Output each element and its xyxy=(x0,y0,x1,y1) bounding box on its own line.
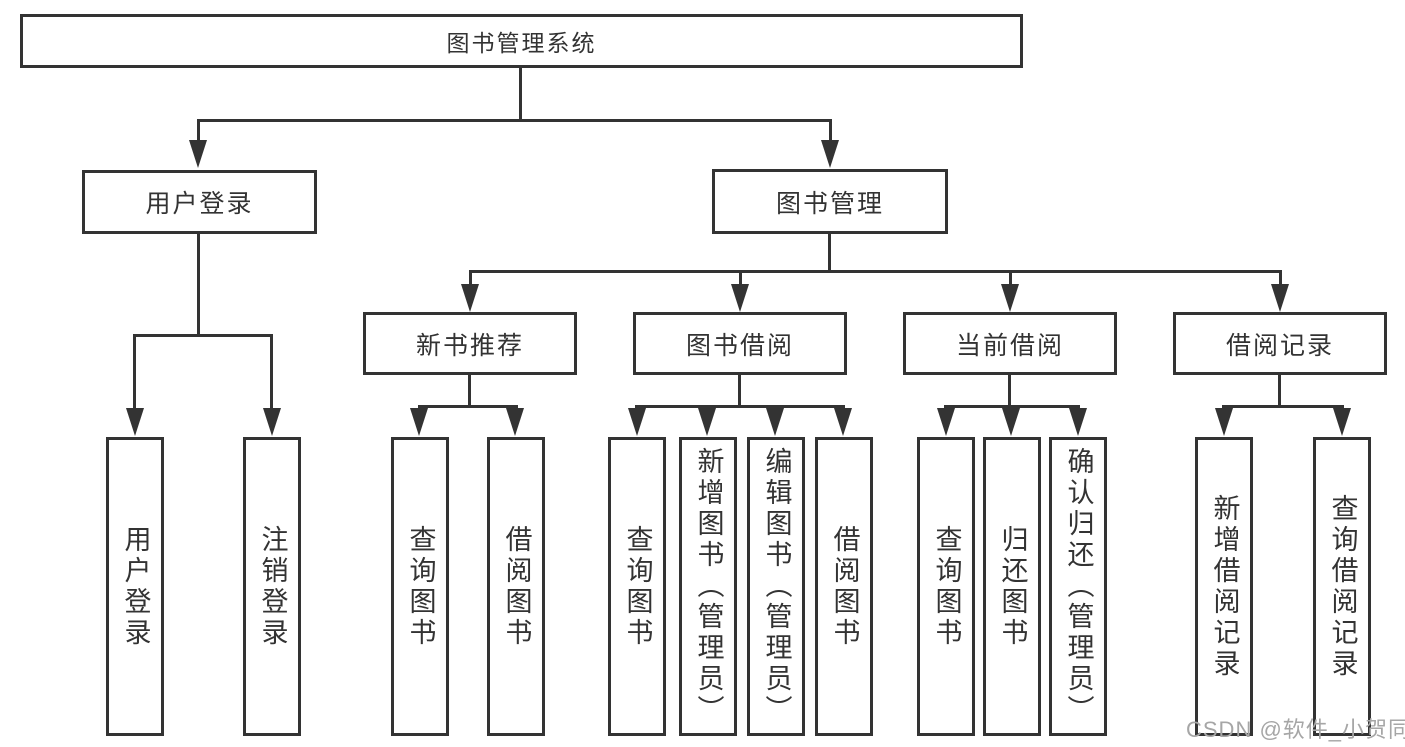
node-book-management-branch: 图书管理 xyxy=(712,169,948,234)
node-leaf-user-login: 用户登录 xyxy=(106,437,164,736)
node-label: 借阅记录 xyxy=(1225,331,1334,360)
connector-arrow-down-icon xyxy=(1333,408,1351,436)
connector-line xyxy=(1009,270,1012,286)
node-label: 借阅图书 xyxy=(829,524,860,649)
connector-line xyxy=(197,119,832,122)
node-label: 查询图书 xyxy=(622,524,653,649)
node-leaf-query-books-3: 查询图书 xyxy=(917,437,975,736)
node-label: 图书借阅 xyxy=(685,331,794,360)
connector-arrow-down-icon xyxy=(1069,408,1087,436)
connector-line xyxy=(738,375,741,407)
connector-arrow-down-icon xyxy=(506,408,524,436)
node-label: 图书管理 xyxy=(775,189,884,218)
node-label: 用户登录 xyxy=(120,524,151,649)
connector-line xyxy=(635,405,845,408)
node-leaf-add-book-admin: 新增图书（管理员） xyxy=(679,437,737,736)
node-leaf-query-books-2: 查询图书 xyxy=(608,437,666,736)
connector-arrow-down-icon xyxy=(126,408,144,436)
connector-line xyxy=(1278,375,1281,407)
connector-arrow-down-icon xyxy=(263,408,281,436)
node-label: 当前借阅 xyxy=(955,331,1064,360)
node-current-borrowing: 当前借阅 xyxy=(903,312,1117,375)
node-leaf-borrow-books-1: 借阅图书 xyxy=(487,437,545,736)
connector-arrow-down-icon xyxy=(461,284,479,312)
connector-arrow-down-icon xyxy=(628,408,646,436)
node-label: 归还图书 xyxy=(997,524,1028,649)
connector-arrow-down-icon xyxy=(731,284,749,312)
connector-line xyxy=(739,270,742,286)
node-label: 注销登录 xyxy=(257,524,288,649)
connector-line xyxy=(469,270,1281,273)
node-label: 查询图书 xyxy=(931,524,962,649)
connector-line xyxy=(1222,405,1344,408)
connector-line xyxy=(197,233,200,337)
node-label: 新书推荐 xyxy=(415,331,524,360)
connector-line xyxy=(519,67,522,121)
node-leaf-query-books-1: 查询图书 xyxy=(391,437,449,736)
node-leaf-add-borrow-record: 新增借阅记录 xyxy=(1195,437,1253,736)
connector-line xyxy=(828,233,831,272)
node-leaf-return-book: 归还图书 xyxy=(983,437,1041,736)
csdn-watermark: CSDN @软件_小贺同学 xyxy=(1186,717,1405,742)
connector-line xyxy=(468,375,471,407)
node-label: 新增借阅记录 xyxy=(1209,493,1240,680)
node-new-book-recommend: 新书推荐 xyxy=(363,312,577,375)
connector-line xyxy=(1279,270,1282,286)
node-label: 查询图书 xyxy=(405,524,436,649)
connector-arrow-down-icon xyxy=(410,408,428,436)
node-leaf-confirm-return-admin: 确认归还（管理员） xyxy=(1049,437,1107,736)
node-label: 编辑图书（管理员） xyxy=(761,447,792,726)
node-borrowing-records: 借阅记录 xyxy=(1173,312,1387,375)
connector-line xyxy=(469,270,472,286)
node-label: 确认归还（管理员） xyxy=(1063,447,1094,726)
node-leaf-logout: 注销登录 xyxy=(243,437,301,736)
node-library-system-root: 图书管理系统 xyxy=(20,14,1023,68)
node-user-login-branch: 用户登录 xyxy=(82,170,317,234)
connector-line xyxy=(133,334,136,410)
node-label: 新增图书（管理员） xyxy=(693,447,724,726)
connector-arrow-down-icon xyxy=(834,408,852,436)
node-leaf-edit-book-admin: 编辑图书（管理员） xyxy=(747,437,805,736)
connector-line xyxy=(270,334,273,410)
connector-line xyxy=(1008,375,1011,407)
node-leaf-query-borrow-record: 查询借阅记录 xyxy=(1313,437,1371,736)
connector-arrow-down-icon xyxy=(698,408,716,436)
node-label: 查询借阅记录 xyxy=(1327,493,1358,680)
connector-arrow-down-icon xyxy=(1002,408,1020,436)
connector-arrow-down-icon xyxy=(189,140,207,168)
connector-line xyxy=(418,405,518,408)
connector-arrow-down-icon xyxy=(937,408,955,436)
node-label: 借阅图书 xyxy=(501,524,532,649)
connector-line xyxy=(197,119,200,145)
connector-line xyxy=(829,119,832,145)
node-leaf-borrow-books-2: 借阅图书 xyxy=(815,437,873,736)
node-label: 图书管理系统 xyxy=(446,30,597,56)
node-label: 用户登录 xyxy=(145,190,254,218)
connector-arrow-down-icon xyxy=(1215,408,1233,436)
connector-line xyxy=(133,334,273,337)
connector-arrow-down-icon xyxy=(766,408,784,436)
connector-arrow-down-icon xyxy=(1001,284,1019,312)
node-book-borrowing: 图书借阅 xyxy=(633,312,847,375)
connector-arrow-down-icon xyxy=(1271,284,1289,312)
connector-arrow-down-icon xyxy=(821,140,839,168)
